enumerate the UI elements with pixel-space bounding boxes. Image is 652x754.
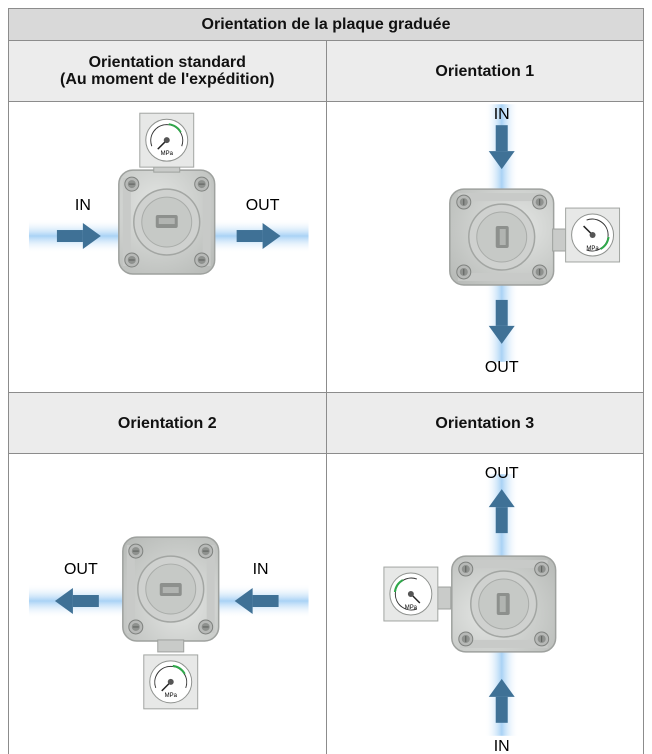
- orientation-1-illustration: MPa IN OUT: [327, 102, 644, 392]
- orientation-table: Orientation de la plaque graduée Orienta…: [8, 8, 644, 754]
- standard-orientation-illustration: MPa IN OUT: [9, 102, 326, 392]
- label-out: OUT: [246, 197, 280, 214]
- header-orientation-1: Orientation 1: [326, 41, 644, 102]
- gauge-unit: MPa: [404, 605, 417, 611]
- label-in: IN: [75, 197, 91, 214]
- regulator-body: [451, 556, 555, 652]
- regulator-body: [123, 537, 219, 641]
- cell-orientation-1: MPa IN OUT: [326, 102, 644, 393]
- header-standard-line1: Orientation standard: [89, 54, 246, 71]
- pressure-gauge: MPa: [144, 655, 198, 709]
- header-orientation-2: Orientation 2: [9, 393, 327, 454]
- label-in: IN: [493, 738, 509, 754]
- header-orientation-3: Orientation 3: [326, 393, 644, 454]
- pressure-gauge: [383, 567, 437, 621]
- header-standard-line2: (Au moment de l'expédition): [60, 71, 274, 88]
- table-title: Orientation de la plaque graduée: [9, 9, 644, 41]
- pressure-gauge: MPa: [140, 113, 194, 167]
- gauge-unit: MPa: [165, 693, 178, 699]
- label-out: OUT: [484, 465, 518, 482]
- label-in: IN: [253, 561, 269, 578]
- gauge-unit: MPa: [586, 246, 599, 252]
- regulator-body: [119, 170, 215, 274]
- label-out: OUT: [484, 359, 518, 376]
- pressure-gauge: [565, 208, 619, 262]
- orientation-3-illustration: MPa OUT IN: [327, 454, 644, 754]
- cell-standard-orientation: MPa IN OUT: [9, 102, 327, 393]
- orientation-2-illustration: MPa OUT IN: [9, 454, 326, 754]
- regulator-body: [449, 189, 553, 285]
- cell-orientation-3: MPa OUT IN: [326, 454, 644, 754]
- label-in: IN: [493, 106, 509, 123]
- label-out: OUT: [64, 561, 98, 578]
- gauge-unit: MPa: [161, 151, 174, 157]
- header-standard-orientation: Orientation standard (Au moment de l'exp…: [9, 41, 327, 102]
- cell-orientation-2: MPa OUT IN: [9, 454, 327, 754]
